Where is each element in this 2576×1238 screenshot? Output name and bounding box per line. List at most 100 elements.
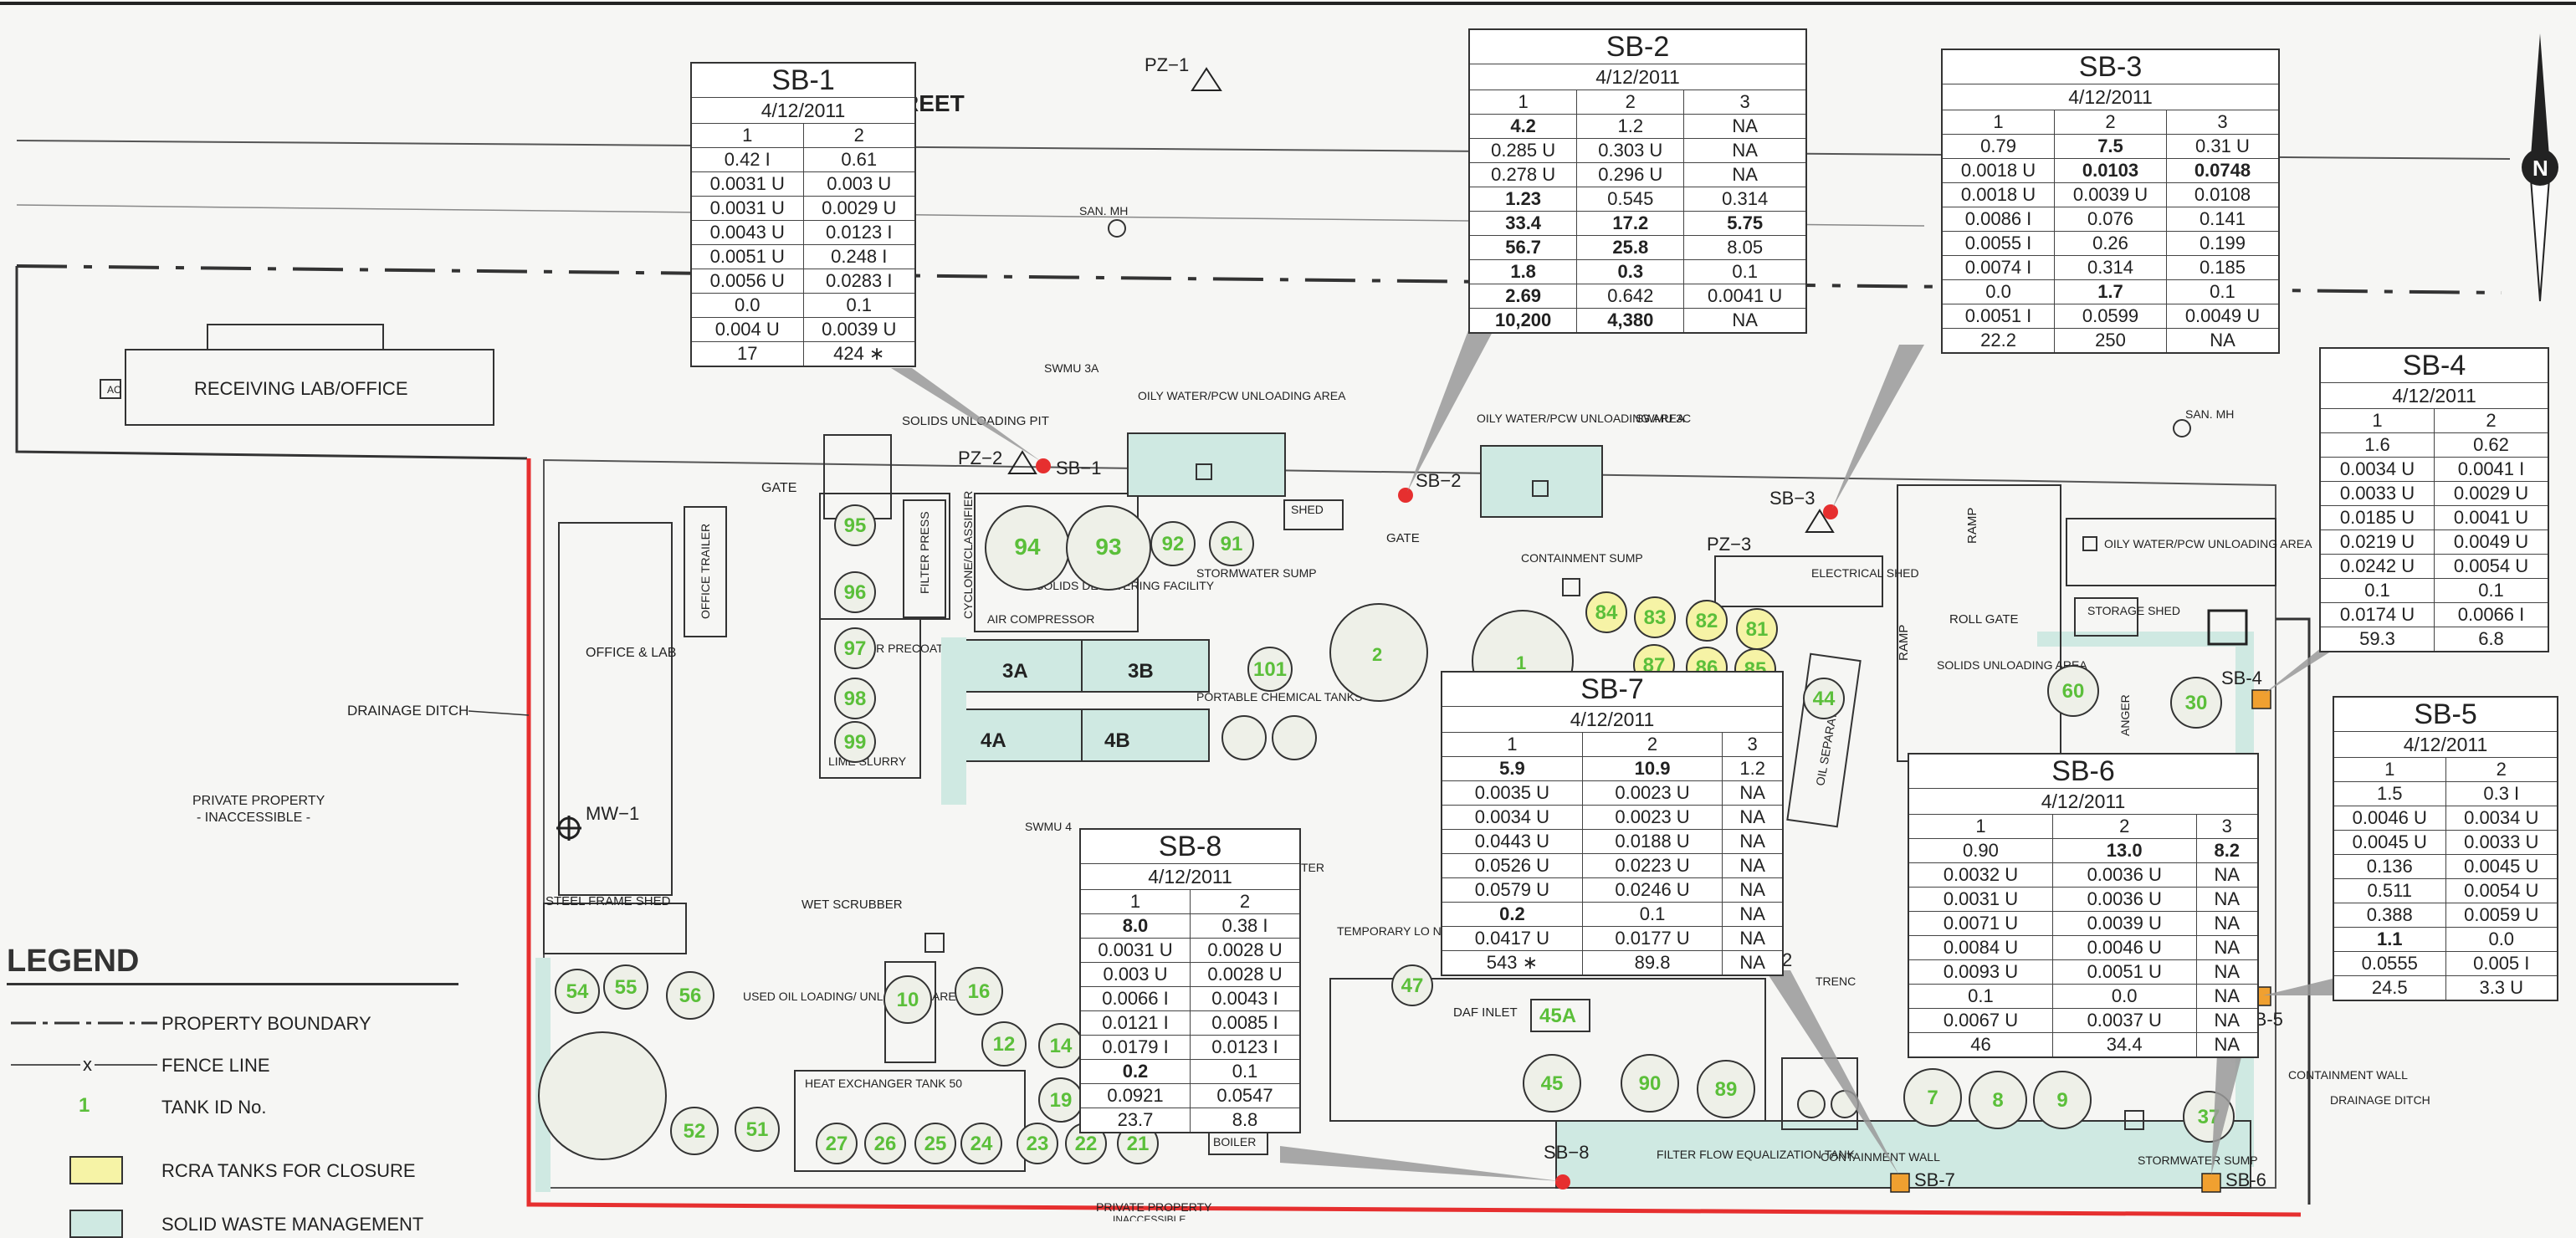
table-cell: 0.0179 I	[1079, 1035, 1191, 1060]
table-cell: 0.0043 I	[1190, 986, 1301, 1011]
table-cell: 0.545	[1576, 187, 1685, 212]
svg-text:1: 1	[1516, 652, 1526, 673]
column-header: 2	[1576, 90, 1685, 115]
table-cell: 0.0034 U	[2319, 457, 2435, 482]
sb7-location	[1890, 1173, 1910, 1193]
table-cell: 6.8	[2434, 627, 2549, 652]
table-cell: NA	[1722, 829, 1784, 854]
column-header: 2	[1581, 732, 1723, 757]
table-cell: 0.0033 U	[2445, 830, 2558, 855]
table-cell: 0.0066 I	[1079, 986, 1191, 1011]
sb4-location	[2251, 689, 2271, 709]
tank-id-label: 51	[746, 1118, 769, 1141]
table-cell: 0.0526 U	[1441, 853, 1583, 878]
table-cell: 22.2	[1941, 328, 2056, 354]
svg-text:SB−2: SB−2	[1416, 470, 1461, 491]
table-cell: NA	[2195, 959, 2259, 985]
table-cell: 0.296 U	[1576, 162, 1685, 187]
table-cell: 250	[2054, 328, 2167, 354]
tank-id-label: 21	[1127, 1133, 1150, 1155]
svg-text:CYCLONE/CLASSIFIER: CYCLONE/CLASSIFIER	[961, 491, 975, 619]
svg-text:RAMP: RAMP	[1965, 508, 1979, 544]
tank-id-label: 12	[993, 1033, 1016, 1056]
table-cell: 1.2	[1576, 114, 1685, 139]
table-cell: 1.23	[1468, 187, 1578, 212]
tank-82	[1686, 600, 1728, 642]
drainage-ditch-label: DRAINAGE DITCH	[347, 703, 469, 719]
table-cell: NA	[1722, 926, 1784, 951]
table-cell: NA	[2195, 862, 2259, 888]
tank-84	[1585, 591, 1627, 633]
sb2-location	[1398, 488, 1413, 503]
table-cell: 0.0039 U	[2051, 911, 2197, 936]
tank-id-label: 82	[1696, 610, 1718, 632]
tank-id-45a: 45A	[1539, 1005, 1576, 1027]
tank-99	[834, 721, 876, 763]
swmu-4a: 4A	[981, 729, 1006, 752]
svg-text:N: N	[2532, 156, 2548, 181]
tank-id-label: 92	[1162, 533, 1185, 555]
table-cell: 0.0059 U	[2445, 903, 2558, 928]
receiving-lab-label: RECEIVING LAB/OFFICE	[194, 378, 408, 399]
table-title: SB-1	[690, 62, 916, 98]
table-cell: NA	[1683, 114, 1807, 139]
table-cell: 0.0041 I	[2434, 457, 2549, 482]
table-cell: 17	[690, 341, 804, 367]
tank-id-label: 22	[1075, 1133, 1098, 1155]
column-header: 3	[2195, 814, 2259, 839]
svg-text:2: 2	[1782, 949, 1792, 970]
tank-27	[816, 1123, 858, 1164]
table-cell: 0.0031 U	[690, 171, 804, 197]
tank-25	[914, 1123, 956, 1164]
tank-56	[666, 971, 714, 1020]
office-trailer	[684, 506, 727, 637]
column-header: 1	[1908, 814, 2053, 839]
svg-text:PORTABLE CHEMICAL TANKS: PORTABLE CHEMICAL TANKS	[1196, 690, 1362, 703]
table-cell: NA	[1722, 950, 1784, 976]
table-cell: 8.0	[1079, 913, 1191, 939]
tank-id-label: 101	[1253, 658, 1287, 681]
table-cell: 0.1	[2319, 578, 2435, 603]
table-cell: 0.0579 U	[1441, 877, 1583, 903]
table-date: 4/12/2011	[2333, 731, 2558, 758]
tank-52	[670, 1107, 719, 1155]
table-cell: 4.2	[1468, 114, 1578, 139]
column-header: 1	[1941, 110, 2056, 135]
legend-fence-line: x FENCE LINE	[7, 1052, 475, 1077]
tank-16	[955, 967, 1003, 1015]
tank-54	[555, 969, 600, 1014]
tank-id-label: 97	[844, 637, 867, 660]
table-cell: 0.0046 U	[2333, 806, 2446, 831]
tank-26	[864, 1123, 906, 1164]
table-cell: 46	[1908, 1032, 2053, 1058]
svg-text:OILY WATER/PCW UNLOADING AREA: OILY WATER/PCW UNLOADING AREA	[1477, 412, 1685, 425]
table-cell: 0.0283 I	[802, 269, 916, 294]
table-cell: NA	[2195, 1008, 2259, 1033]
table-cell: 0.0031 U	[1908, 887, 2053, 912]
svg-text:SWMU 3A: SWMU 3A	[1044, 361, 1099, 375]
table-title: SB-2	[1468, 28, 1807, 64]
table-date: 4/12/2011	[690, 97, 916, 124]
table-cell: 0.1	[1581, 902, 1723, 927]
table-cell: 0.26	[2054, 231, 2167, 256]
table-cell: 0.076	[2054, 207, 2167, 232]
table-cell: 0.0174 U	[2319, 602, 2435, 627]
table-cell: 59.3	[2319, 627, 2435, 652]
table-cell: 0.1	[1190, 1059, 1301, 1084]
table-cell: 25.8	[1576, 235, 1685, 260]
